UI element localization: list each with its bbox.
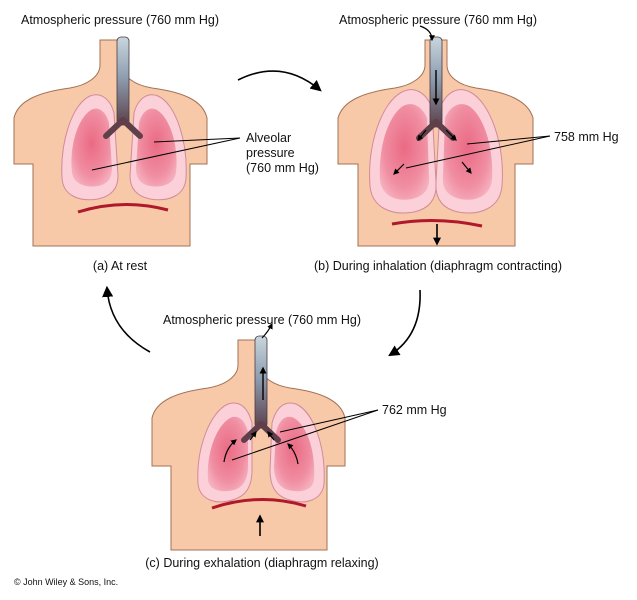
left-lung-deflated bbox=[197, 402, 253, 503]
pressure-pointer bbox=[231, 409, 379, 461]
diaphragm bbox=[391, 218, 483, 228]
air-flow-arrow-icon bbox=[249, 431, 257, 441]
trachea bbox=[116, 36, 130, 126]
alveolar-pressure-label: Alveolar bbox=[246, 131, 291, 145]
panel-b-inhalation bbox=[337, 25, 551, 247]
air-flow-arrow-icon bbox=[461, 161, 472, 174]
left-lung-expanded bbox=[369, 89, 437, 214]
diaphragm bbox=[211, 498, 307, 510]
pressure-pointer bbox=[153, 137, 241, 143]
pressure-pointer bbox=[91, 137, 241, 171]
panel-c-exhalation bbox=[151, 322, 379, 551]
copyright-notice: © John Wiley & Sons, Inc. bbox=[14, 577, 118, 587]
air-flow-arrow-icon bbox=[445, 129, 457, 141]
air-flow-arrow-icon bbox=[223, 439, 237, 463]
alveolar-pressure-label: (760 mm Hg) bbox=[246, 161, 319, 175]
panel-caption: (b) During inhalation (diaphragm contrac… bbox=[314, 259, 562, 273]
air-in-arrow-icon bbox=[419, 25, 435, 42]
panel-caption: (c) During exhalation (diaphragm relaxin… bbox=[145, 556, 378, 570]
atmospheric-pressure-label: Atmospheric pressure (760 mm Hg) bbox=[339, 13, 537, 27]
diaphragm bbox=[77, 203, 169, 214]
right-lung-expanded bbox=[435, 89, 503, 214]
alveolar-pressure-label: 762 mm Hg bbox=[382, 403, 447, 417]
air-out-arrow-icon bbox=[261, 322, 273, 339]
air-flow-arrow-icon bbox=[393, 163, 405, 175]
pressure-pointer bbox=[405, 135, 551, 169]
alveolar-pressure-label: 758 mm Hg bbox=[554, 130, 619, 144]
atmospheric-pressure-label: Atmospheric pressure (760 mm Hg) bbox=[21, 13, 219, 27]
panel-a-at-rest bbox=[13, 36, 241, 247]
cycle-arrow-icon bbox=[102, 285, 151, 353]
bronchi bbox=[103, 117, 143, 139]
air-flow-arrow-icon bbox=[267, 431, 275, 441]
air-flow-arrow-icon bbox=[417, 129, 427, 141]
right-lung bbox=[129, 94, 187, 201]
left-lung bbox=[61, 94, 119, 201]
atmospheric-pressure-label: Atmospheric pressure (760 mm Hg) bbox=[163, 313, 361, 327]
pressure-pointer bbox=[279, 409, 379, 433]
air-flow-arrow-icon bbox=[287, 443, 299, 465]
pressure-pointer bbox=[466, 135, 551, 145]
cycle-arrow-icon bbox=[388, 289, 421, 357]
panel-caption: (a) At rest bbox=[93, 259, 148, 273]
alveolar-pressure-label: pressure bbox=[246, 146, 295, 160]
trachea bbox=[254, 335, 268, 429]
cycle-arrow-icon bbox=[237, 70, 322, 92]
